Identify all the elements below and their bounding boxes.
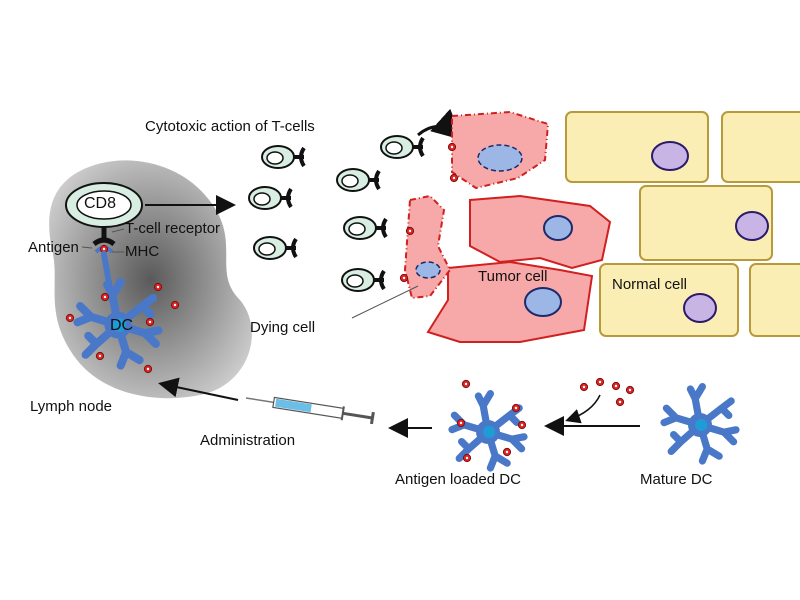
normal-cell-label: Normal cell bbox=[612, 276, 688, 293]
t-cell-2 bbox=[247, 185, 293, 211]
syringe-icon bbox=[245, 396, 375, 425]
mhc-label: MHC bbox=[125, 243, 160, 260]
mature-dc-label: Mature DC bbox=[640, 471, 713, 488]
t-cell-5 bbox=[342, 215, 388, 241]
t-cell-1 bbox=[260, 144, 306, 170]
antigen-loaded-dc bbox=[452, 394, 524, 468]
mature-dc bbox=[664, 387, 736, 461]
dc-label: DC bbox=[110, 317, 134, 334]
tumor-cell-label: Tumor cell bbox=[478, 268, 548, 285]
t-cell-6 bbox=[340, 267, 386, 293]
cd8-label: CD8 bbox=[84, 195, 117, 212]
tumor-cells bbox=[426, 194, 612, 343]
t-cell-3 bbox=[252, 235, 298, 261]
t-cell-receptor-label: T-cell receptor bbox=[125, 220, 221, 237]
t-cell-4 bbox=[335, 167, 381, 193]
lymph-node-label: Lymph node bbox=[30, 398, 113, 415]
antigen-loaded-dc-label: Antigen loaded DC bbox=[395, 471, 521, 488]
dying-cell-label: Dying cell bbox=[250, 319, 316, 336]
cytotoxic-label: Cytotoxic action of T-cells bbox=[145, 118, 315, 135]
administration-label: Administration bbox=[200, 432, 296, 449]
arrow-to-lymph-node bbox=[158, 377, 239, 401]
t-cell-7 bbox=[379, 134, 425, 160]
normal-cells bbox=[565, 111, 800, 337]
antigen-label: Antigen bbox=[28, 239, 79, 256]
